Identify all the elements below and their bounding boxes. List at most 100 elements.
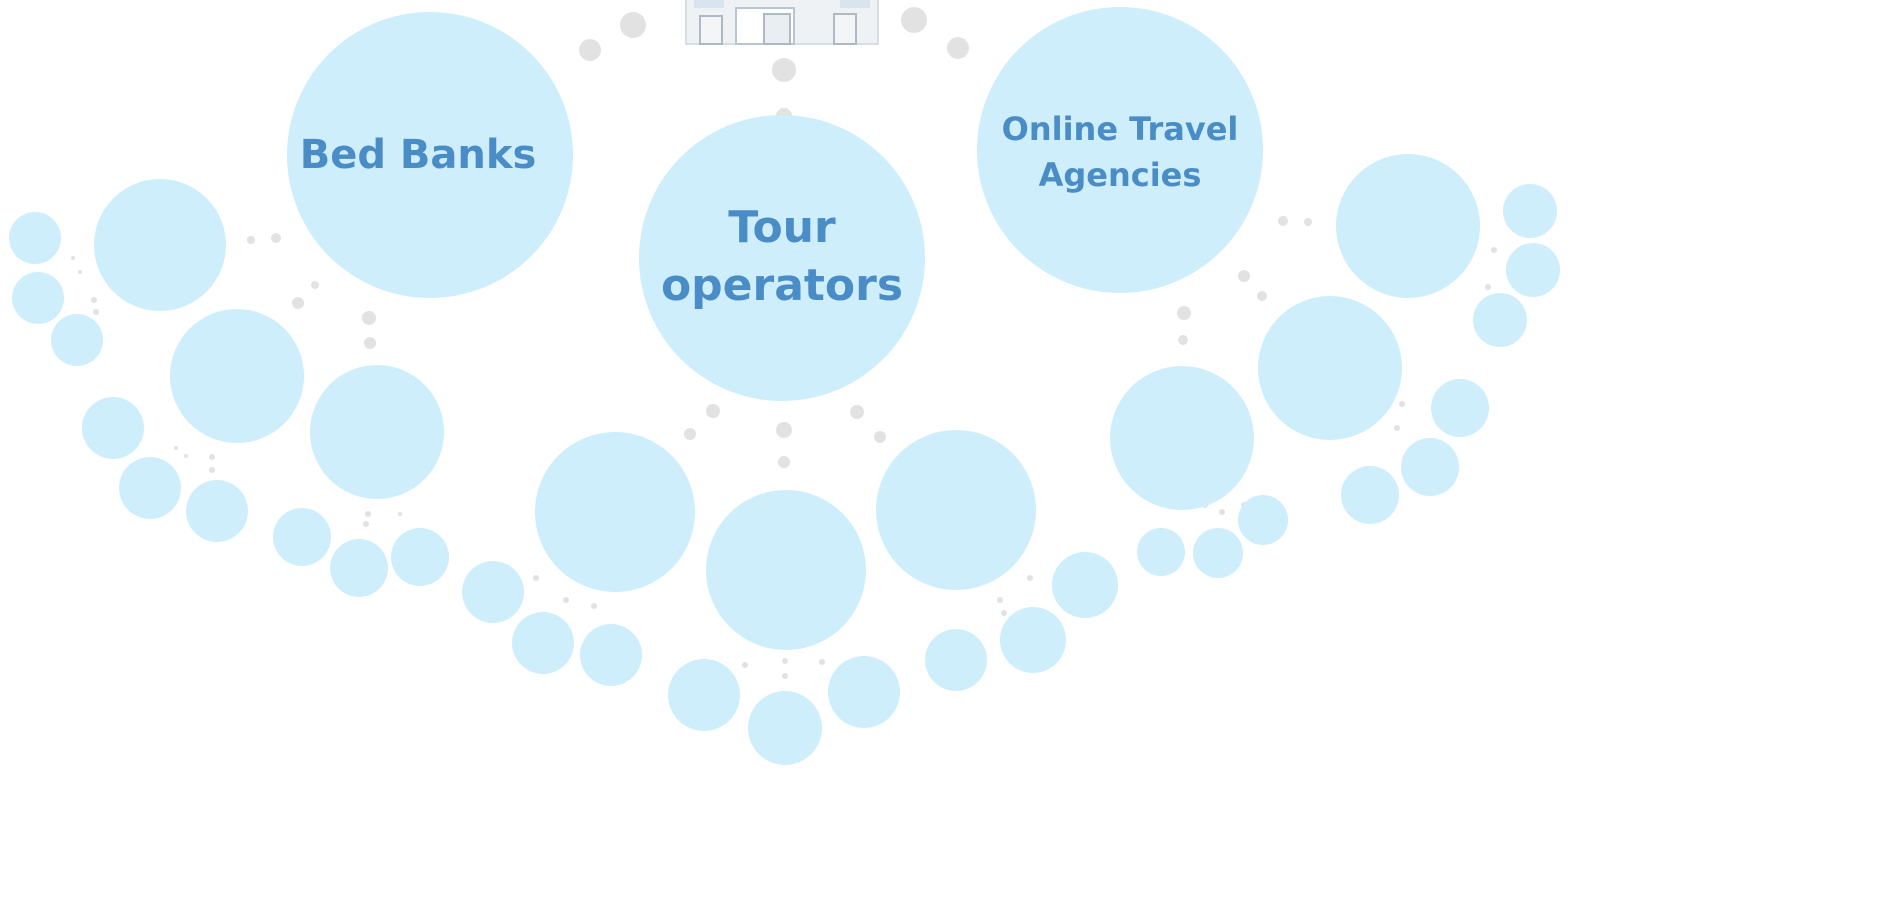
sub-bubble (828, 656, 900, 728)
connector-dot (78, 270, 82, 274)
connector-dot (742, 662, 748, 668)
sub-bubble (925, 629, 987, 691)
connector-dot (365, 511, 371, 517)
connector-dot (292, 297, 304, 309)
connector-dot (71, 256, 75, 260)
connector-dot (1178, 335, 1188, 345)
connector-dot (93, 309, 99, 315)
connector-dot (533, 575, 539, 581)
connector-dot (684, 428, 696, 440)
sub-bubble (668, 659, 740, 731)
bed-banks-node: Bed Banks (287, 12, 573, 298)
connector-dot (1278, 216, 1288, 226)
bed-banks-label: Bed Banks (300, 132, 537, 178)
connector-dot (398, 512, 402, 516)
connector-dot (364, 337, 376, 349)
sub-bubble (706, 490, 866, 650)
connector-dot (1491, 247, 1497, 253)
sub-bubble (1258, 296, 1402, 440)
sub-bubble (1052, 552, 1118, 618)
connector-dot (184, 454, 188, 458)
connector-dot (1399, 401, 1405, 407)
sub-bubble (82, 397, 144, 459)
sub-bubble (1506, 243, 1560, 297)
tour-operators-node: Tour operators (639, 115, 925, 401)
sub-bubble (9, 212, 61, 264)
connector-dot (362, 311, 376, 325)
online-travel-agencies-node: Online Travel Agencies (977, 7, 1263, 293)
sub-bubble (1238, 495, 1288, 545)
sub-bubble (119, 457, 181, 519)
online-travel-agencies-bubble (977, 7, 1263, 293)
sub-bubble (94, 179, 226, 311)
connector-dot (591, 603, 597, 609)
sub-bubble (1000, 607, 1066, 673)
sub-bubble (748, 691, 822, 765)
connector-dot (776, 422, 792, 438)
sub-bubble (391, 528, 449, 586)
connector-dot (901, 7, 927, 33)
connector-dot (947, 37, 969, 59)
sub-bubble (1473, 293, 1527, 347)
connector-dot (620, 12, 646, 38)
connector-dot (819, 659, 825, 665)
sub-bubble (1431, 379, 1489, 437)
connector-dot (1304, 218, 1312, 226)
bubble-layer (9, 154, 1560, 765)
connector-dot (271, 233, 281, 243)
tour-operators-bubble (639, 115, 925, 401)
sub-bubble (1336, 154, 1480, 298)
sub-bubble (1341, 466, 1399, 524)
connector-dot (1257, 291, 1267, 301)
connector-dot (772, 58, 796, 82)
bed-banks-bubble (287, 12, 573, 298)
connector-dot (874, 431, 886, 443)
connector-dot (1177, 306, 1191, 320)
connector-dot (579, 39, 601, 61)
connector-dots (71, 7, 1497, 679)
connector-dot (1394, 425, 1400, 431)
sub-bubble (1137, 528, 1185, 576)
sub-bubble (51, 314, 103, 366)
online-travel-agencies-label-line-2: Agencies (1039, 156, 1202, 194)
connector-dot (997, 597, 1003, 603)
connector-dot (1001, 610, 1007, 616)
connector-dot (850, 405, 864, 419)
sub-bubble (330, 539, 388, 597)
sub-bubble (1193, 528, 1243, 578)
sub-bubble (535, 432, 695, 592)
connector-dot (1485, 284, 1491, 290)
connector-dot (782, 658, 788, 664)
connector-dot (247, 236, 255, 244)
connector-dot (363, 521, 369, 527)
connector-dot (311, 281, 319, 289)
connector-dot (174, 446, 178, 450)
sub-bubble (186, 480, 248, 542)
sub-bubble (580, 624, 642, 686)
connector-dot (209, 467, 215, 473)
connector-dot (778, 456, 790, 468)
connector-dot (563, 597, 569, 603)
sub-bubble (1503, 184, 1557, 238)
sub-bubble (1110, 366, 1254, 510)
tour-operators-label-line-2: operators (661, 260, 903, 311)
connector-dot (782, 673, 788, 679)
hotel-building-icon (685, 0, 879, 45)
sub-bubble (310, 365, 444, 499)
connector-dot (209, 454, 215, 460)
sub-bubble (512, 612, 574, 674)
connector-dot (91, 297, 97, 303)
sub-bubble (273, 508, 331, 566)
sub-bubble (12, 272, 64, 324)
connector-dot (1219, 509, 1225, 515)
tour-operators-label-line-1: Tour (728, 202, 836, 253)
online-travel-agencies-label-line-1: Online Travel (1002, 110, 1239, 148)
connector-dot (1027, 575, 1033, 581)
connector-dot (706, 404, 720, 418)
sub-bubble (1401, 438, 1459, 496)
sub-bubble (876, 430, 1036, 590)
connector-dot (1238, 270, 1250, 282)
sub-bubble (170, 309, 304, 443)
sub-bubble (462, 561, 524, 623)
